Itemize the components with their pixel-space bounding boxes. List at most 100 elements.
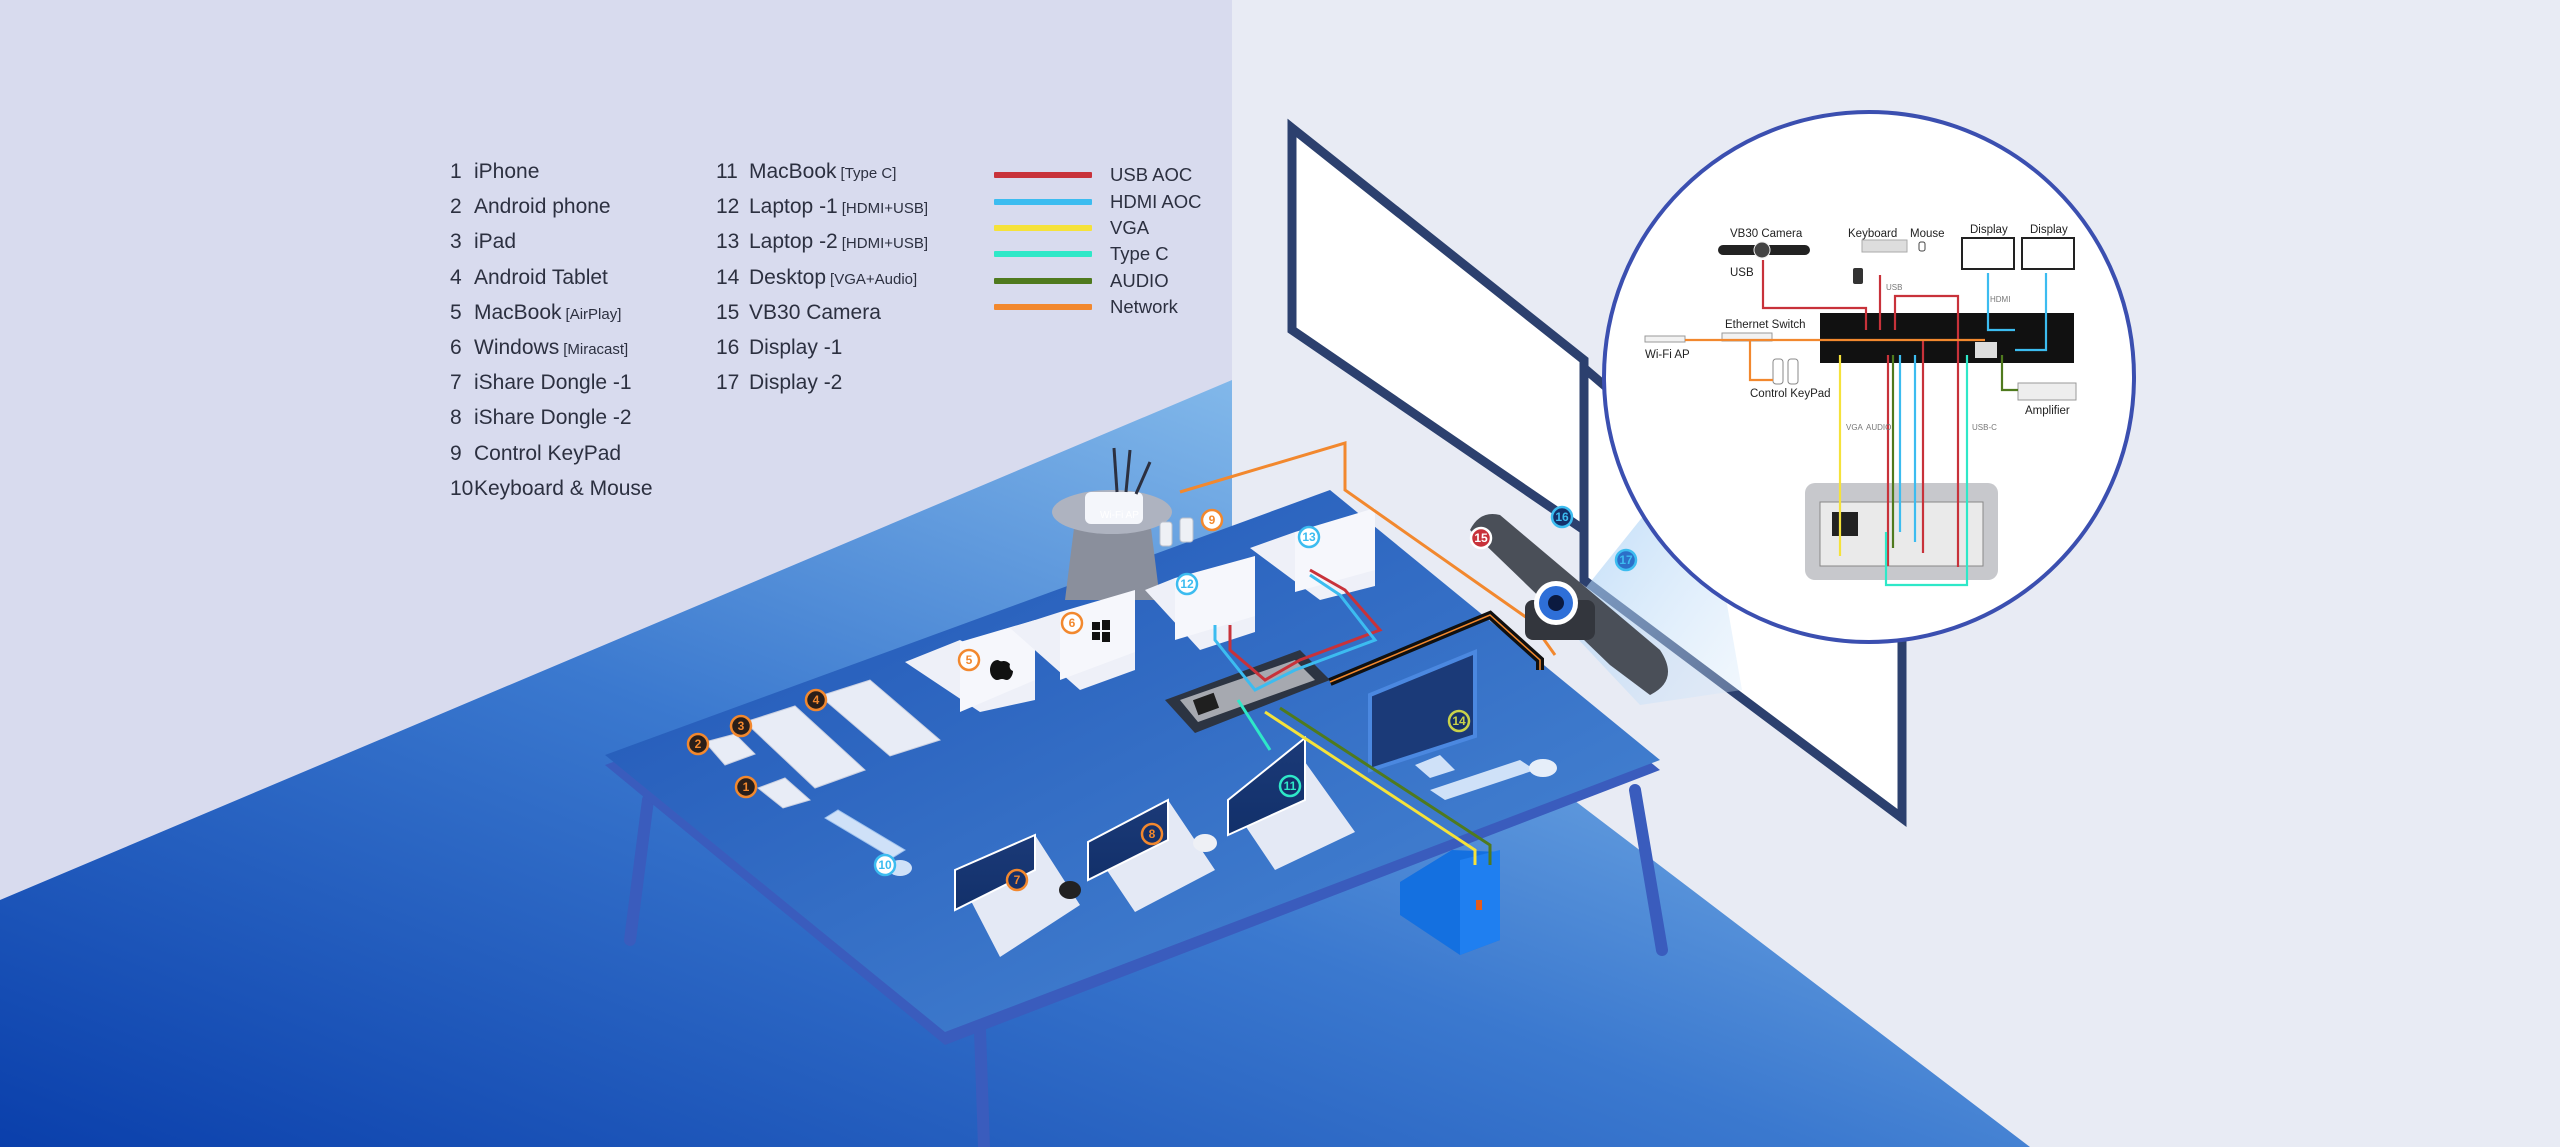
wiring-label-camera: VB30 Camera — [1730, 228, 1803, 240]
badge-number: 15 — [1474, 531, 1488, 545]
device-badge-7: 7 — [1005, 868, 1029, 892]
device-name: Keyboard & Mouse — [474, 476, 653, 500]
cable-label: USB AOC — [1110, 164, 1193, 186]
wiring-label-keyboard: Keyboard — [1848, 228, 1897, 240]
desktop-monitor — [1368, 649, 1557, 800]
wiring-label-ethernet-switch: Ethernet Switch — [1725, 319, 1806, 331]
device-number: 13 — [716, 230, 740, 254]
device-number: 2 — [450, 195, 462, 219]
device-badge-5: 5 — [957, 648, 981, 672]
device-badge-6: 6 — [1060, 611, 1084, 635]
device-legend-item: 17 Display -2 — [716, 371, 928, 406]
wiring-label-amplifier: Amplifier — [2025, 405, 2070, 417]
vb30-camera — [1470, 514, 1668, 695]
device-name: Laptop -1 — [749, 195, 838, 219]
device-badge-9: 9 — [1200, 508, 1224, 532]
wiring-label-usb: USB — [1730, 267, 1754, 279]
cable-legend-item: Type C — [994, 241, 1201, 267]
device-name: iShare Dongle -2 — [474, 406, 632, 430]
device-badge-14: 14 — [1447, 709, 1471, 733]
wiring-label-usb-small: USB — [1886, 283, 1902, 292]
device-name: iPad — [474, 230, 517, 254]
wiring-label-audio: AUDIO — [1866, 423, 1891, 432]
apple-logo-icon — [990, 660, 1013, 680]
device-number: 5 — [450, 300, 462, 324]
router-label: Wi-Fi AP — [1100, 510, 1139, 521]
device-number: 12 — [716, 195, 740, 219]
device-number: 9 — [450, 441, 462, 465]
device-legend-item: 2 Android phone — [450, 195, 657, 230]
device-number: 14 — [716, 265, 740, 289]
control-keypad — [1159, 517, 1194, 547]
device-badge-15: 15 — [1469, 526, 1493, 550]
device-name: Display -2 — [749, 371, 843, 395]
android-phone — [704, 733, 756, 766]
wiring-label-hdmi: HDMI — [1990, 295, 2010, 304]
device-name: Android Tablet — [474, 265, 608, 289]
device-number: 1 — [450, 160, 462, 183]
badge-number: 3 — [738, 719, 745, 733]
device-number: 8 — [450, 406, 462, 430]
device-name: iShare Dongle -1 — [474, 371, 632, 395]
badge-number: 12 — [1180, 577, 1194, 591]
device-badge-1: 1 — [734, 775, 758, 799]
wiring-label-control-keypad: Control KeyPad — [1750, 388, 1831, 400]
cable-color-swatch — [994, 172, 1092, 179]
cable-legend-item: VGA — [994, 215, 1201, 241]
device-number: 3 — [450, 230, 462, 254]
device-number: 11 — [716, 160, 738, 183]
badge-number: 9 — [1209, 513, 1216, 527]
device-badge-11: 11 — [1278, 774, 1302, 798]
device-name: Control KeyPad — [474, 441, 622, 465]
badge-number: 11 — [1284, 779, 1297, 793]
device-connection-note: [Type C] — [840, 165, 897, 182]
device-legend-item: 9 Control KeyPad — [450, 442, 657, 477]
cable-color-swatch — [994, 304, 1092, 311]
cable-color-swatch — [994, 251, 1092, 258]
device-name: Android phone — [474, 195, 611, 219]
device-badge-16: 16 — [1550, 505, 1574, 529]
device-badge-10: 10 — [873, 853, 897, 877]
device-number: 10 — [450, 476, 474, 500]
device-number: 15 — [716, 300, 740, 324]
device-badge-12: 12 — [1175, 572, 1199, 596]
device-name: Desktop — [749, 265, 827, 289]
table — [605, 490, 1660, 1045]
device-name: Windows — [474, 335, 560, 359]
cable-label: Network — [1110, 296, 1178, 318]
badge-number: 4 — [813, 693, 820, 707]
wiring-label-display-1: Display — [1970, 224, 2008, 236]
windows-logo-icon — [1092, 620, 1110, 642]
device-number: 17 — [716, 371, 740, 395]
cable-label: VGA — [1110, 216, 1150, 238]
table-legs — [624, 784, 1668, 1147]
wiring-label-mouse: Mouse — [1910, 228, 1945, 240]
wifi-router: Wi-Fi AP — [1052, 447, 1172, 600]
ishare-laptop-2 — [1087, 798, 1217, 912]
cable-label: Type C — [1110, 243, 1169, 265]
iphone — [756, 777, 812, 809]
wiring-diagram-callout: VB30 Camera USB Keyboard Mouse Display D… — [1602, 110, 2136, 644]
wiring-label-display-2: Display — [2030, 224, 2068, 236]
device-badge-17: 17 — [1614, 548, 1638, 572]
device-name: MacBook — [749, 160, 837, 183]
badge-number: 6 — [1069, 616, 1076, 630]
device-connection-note: [HDMI+USB] — [841, 235, 929, 253]
macbook-typec — [1227, 735, 1355, 870]
ishare-laptop-1 — [954, 833, 1081, 957]
cable-legend-item: HDMI AOC — [994, 188, 1201, 214]
windows-laptop — [1010, 590, 1135, 690]
badge-number: 14 — [1452, 714, 1466, 728]
device-connection-note: [AirPlay] — [565, 305, 622, 323]
cable-color-swatch — [994, 224, 1092, 231]
